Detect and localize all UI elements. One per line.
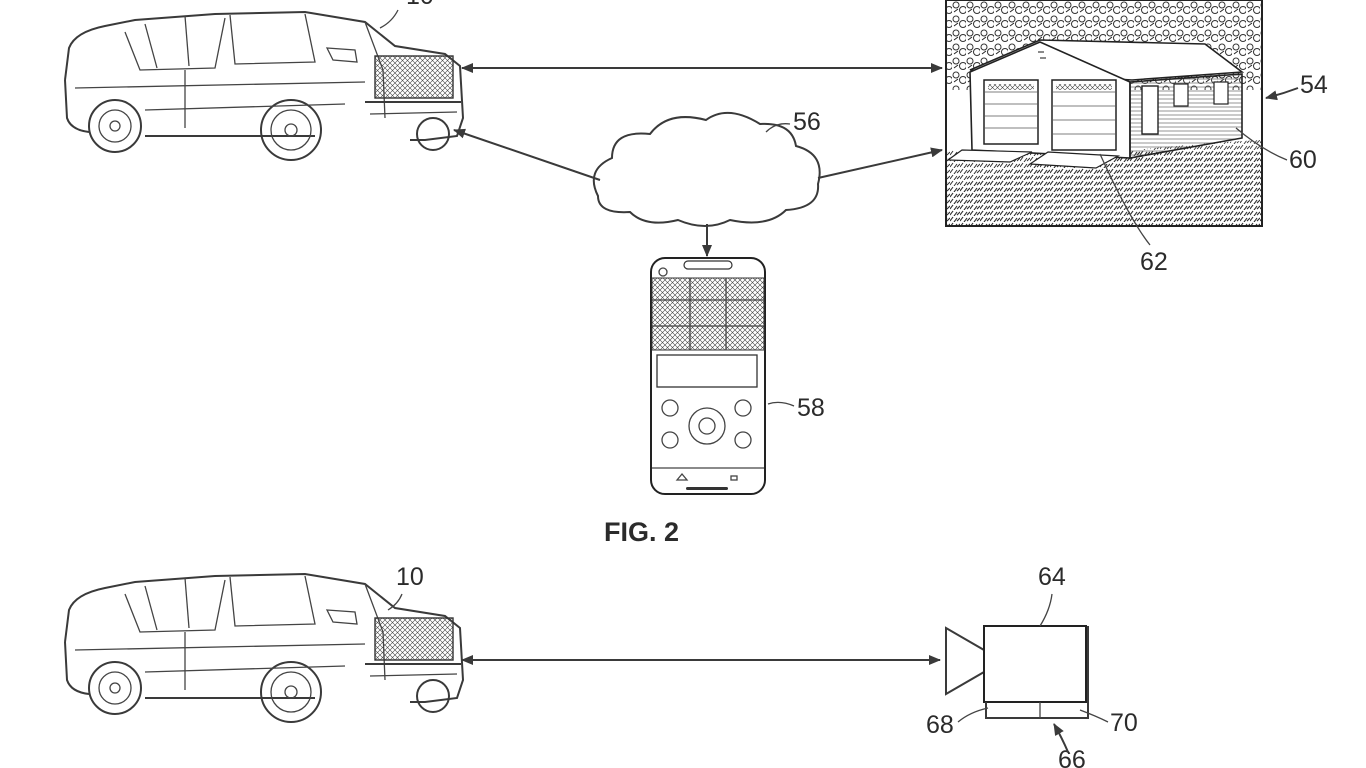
network-cloud [592,111,821,227]
vehicle-illustration-top [64,11,464,161]
vehicle-ref-top: 10 [406,0,434,10]
camera-left-leader [957,707,989,723]
camera-device-illustration [945,625,1089,719]
camera-ref: 64 [1038,563,1066,591]
vehicle-leader-bottom [387,593,403,611]
network-leader [765,123,791,133]
menu-icon [730,475,738,481]
driveway-leader [1099,153,1151,246]
phone-leader [767,401,795,407]
phone-horn-icon [661,431,679,449]
cloud-building-link [817,147,943,179]
camera-left-ref: 68 [926,711,954,739]
phone-ref: 58 [797,394,825,422]
camera-leader [1039,593,1053,627]
camera-base-ref: 66 [1058,746,1086,768]
figure-label: FIG. 2 [604,517,679,547]
garage-leader [1235,127,1288,161]
mobile-phone-illustration [650,257,766,495]
vehicle-leader-top [379,9,399,29]
camera-right-ref: 70 [1110,709,1138,737]
garage-ref: 60 [1289,146,1317,174]
building-leader [1265,87,1299,101]
vehicle-illustration-bottom [64,573,464,723]
building-ref: 54 [1300,71,1328,99]
garage-building-illustration [945,0,1263,227]
phone-power-button [688,407,726,445]
driveway-ref: 62 [1140,248,1168,276]
camera-right-leader [1079,709,1109,723]
network-ref: 56 [793,108,821,136]
camera-base-leader [1053,723,1069,753]
power-icon [698,417,716,435]
phone-lock-icon [661,399,679,417]
home-icon [675,472,689,481]
vehicle-cloud-link [453,128,601,181]
phone-unlock-icon [734,399,752,417]
vehicle-ref-bottom: 10 [396,563,424,591]
phone-alarm-icon [734,431,752,449]
